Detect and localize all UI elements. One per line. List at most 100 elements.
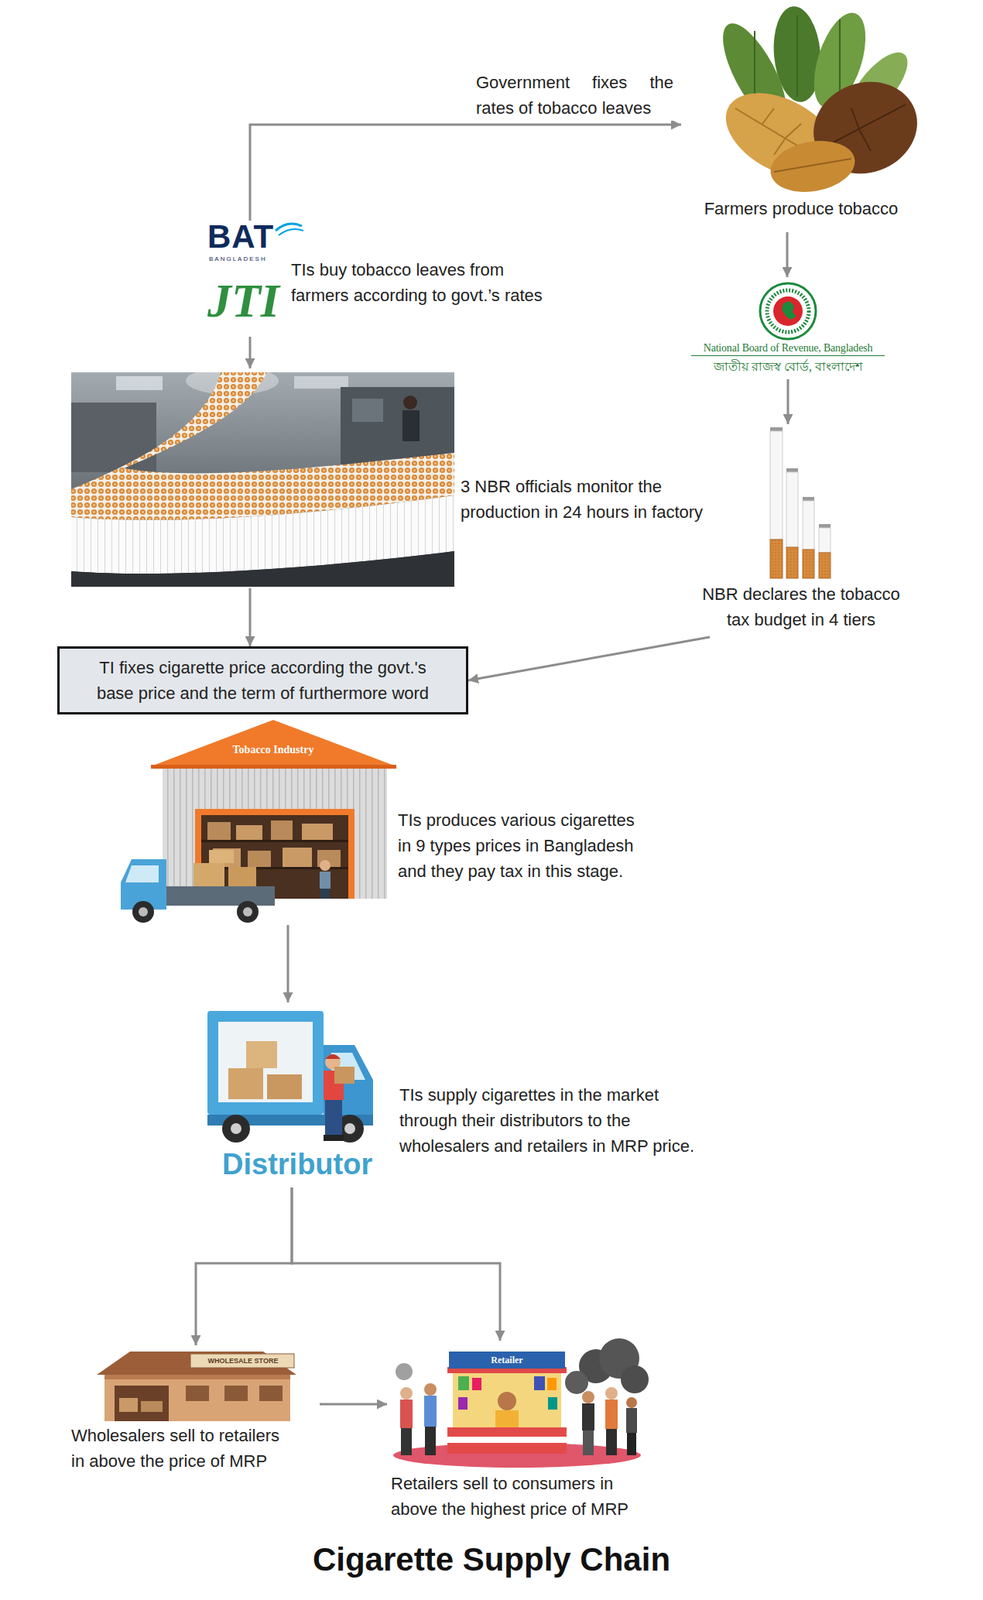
step-caption: 3 NBR officials monitor the production i…: [460, 473, 716, 525]
cigarettes-picture-part: [770, 539, 783, 579]
distributor-truck-part: [222, 1114, 251, 1143]
retail-stall-part: [626, 1397, 638, 1408]
retail-stall-part: [400, 1387, 413, 1400]
warehouse-picture-part: [282, 847, 312, 867]
retail-stall-part: [424, 1383, 437, 1396]
distributor-truck: [207, 1010, 374, 1143]
factory-photo-part: [71, 372, 455, 587]
cigarettes-picture-part: [786, 547, 799, 579]
retail-stall-part: [548, 1397, 558, 1410]
roof-sign: Tobacco Industry: [211, 743, 336, 757]
distributor-truck-part: [323, 1134, 344, 1141]
warehouse-picture-part: [125, 865, 159, 883]
cigarettes-picture: [770, 427, 831, 579]
company-step: BATBANGLADESHJTITIs buy tobacco leaves f…: [202, 220, 559, 337]
flow-arrow: [786, 232, 789, 278]
wholesale-store-part: [259, 1385, 283, 1401]
factory-photo-part: [71, 551, 455, 587]
factory-photo-part: [294, 376, 349, 389]
warehouse-picture-part: [162, 764, 388, 899]
flow-arrow: [291, 1187, 501, 1341]
flow-arrow: [250, 124, 682, 221]
wholesale-store-part: [119, 1397, 138, 1412]
factory-photo-part: [352, 398, 384, 422]
retail-stall-part: [458, 1397, 468, 1410]
retail-stall-part: [534, 1376, 545, 1391]
cigarettes-picture-part: [802, 496, 815, 501]
distributor-truck-part: [267, 1074, 302, 1100]
retail-stall-part: [605, 1387, 618, 1400]
warehouse-picture-part: [301, 823, 333, 840]
warehouse-picture-part: [150, 764, 397, 769]
distributor-truck-part: [246, 1041, 278, 1069]
tax-step: NBR declares the tobacco tax budget in 4…: [681, 424, 922, 638]
step-caption: Farmers produce tobacco: [681, 195, 922, 222]
distributor-truck-part: [344, 1123, 356, 1134]
warehouse-picture-part: [150, 719, 397, 767]
retail-stall-part: [400, 1428, 412, 1456]
warehouse-picture: [120, 719, 397, 923]
farmer-step: Farmers produce tobacco: [681, 7, 922, 233]
logo-text: BANGLADESH: [208, 256, 268, 263]
flow-arrow: [787, 379, 790, 425]
factory-photo-part: [116, 376, 163, 391]
warehouse-picture-part: [193, 863, 225, 887]
step-caption: TIs buy tobacco leaves from farmers acco…: [291, 256, 559, 309]
factory-photo-part: [71, 402, 157, 473]
factory-photo: [71, 372, 455, 587]
factory-step: 3 NBR officials monitor the production i…: [68, 368, 716, 589]
retail-stall-part: [547, 1377, 557, 1391]
wholesale-store-part: [96, 1351, 297, 1375]
retail-stall-part: [395, 1363, 413, 1381]
retail-stall-part: [582, 1403, 595, 1431]
tobacco-leaves-part: [766, 134, 859, 199]
nbr-emblem-part: [760, 283, 816, 340]
industry-step: Tobacco IndustryTIs produces various cig…: [116, 715, 643, 925]
factory-photo-part: [71, 372, 455, 521]
flow-arrow: [468, 637, 710, 681]
distributor-truck-part: [207, 1010, 324, 1115]
store-sign: WHOLESALE STORE: [191, 1355, 295, 1367]
retail-stall-part: [458, 1376, 470, 1391]
warehouse-picture-part: [319, 859, 331, 871]
step-caption: TIs supply cigarettes in the market thro…: [399, 1082, 709, 1159]
distributor-word: Distributor: [222, 1147, 373, 1183]
wholesale-store-part: [140, 1400, 163, 1412]
nbr-emblem-part: [773, 296, 803, 326]
cigarettes-picture-part: [770, 431, 783, 540]
wholesale-store-part: [185, 1385, 209, 1401]
logo-text: JTI: [207, 276, 280, 325]
distributor-truck-part: [325, 1099, 343, 1135]
retail-stall-part: [452, 1368, 562, 1431]
warehouse-picture-part: [320, 888, 330, 899]
bat-swoosh-part: [278, 229, 304, 236]
wholesale-store-part: [224, 1385, 248, 1401]
distributor-truck-part: [325, 1054, 341, 1059]
tobacco-leaves-part: [774, 158, 852, 172]
wholesale-store: [96, 1351, 297, 1422]
retail-stall-part: [448, 1351, 566, 1369]
retail-stall-part: [497, 1391, 517, 1411]
cigarettes-picture-part: [786, 468, 799, 473]
retail-stall-part: [400, 1399, 413, 1429]
distributor-step: Distributor TIs supply cigarettes in the …: [201, 1002, 709, 1188]
retail-stall-part: [620, 1365, 649, 1394]
cigarettes-picture-part: [802, 549, 815, 579]
warehouse-picture-part: [236, 825, 263, 840]
retail-stall-part: [605, 1399, 618, 1429]
warehouse-picture-part: [207, 822, 231, 840]
wholesaler-step: WHOLESALE STOREWholesalers sell to retai…: [68, 1345, 320, 1481]
wholesale-store-part: [104, 1374, 291, 1422]
warehouse-picture-part: [228, 866, 257, 887]
diagram-title: Cigarette Supply Chain: [0, 1540, 983, 1579]
cigarettes-picture-part: [802, 500, 815, 550]
flow-arrow: [195, 1187, 292, 1346]
retail-stall-part: [424, 1395, 437, 1427]
logo-text: জাতীয় রাজস্ব বোর্ড, বাংলাদেশ: [691, 359, 885, 375]
distributor-truck-part: [228, 1068, 264, 1100]
bat-swoosh: [275, 223, 304, 236]
warehouse-picture-part: [132, 900, 155, 923]
warehouse-picture-part: [138, 907, 148, 917]
box-text: TI fixes cigarette price according the g…: [90, 654, 435, 706]
